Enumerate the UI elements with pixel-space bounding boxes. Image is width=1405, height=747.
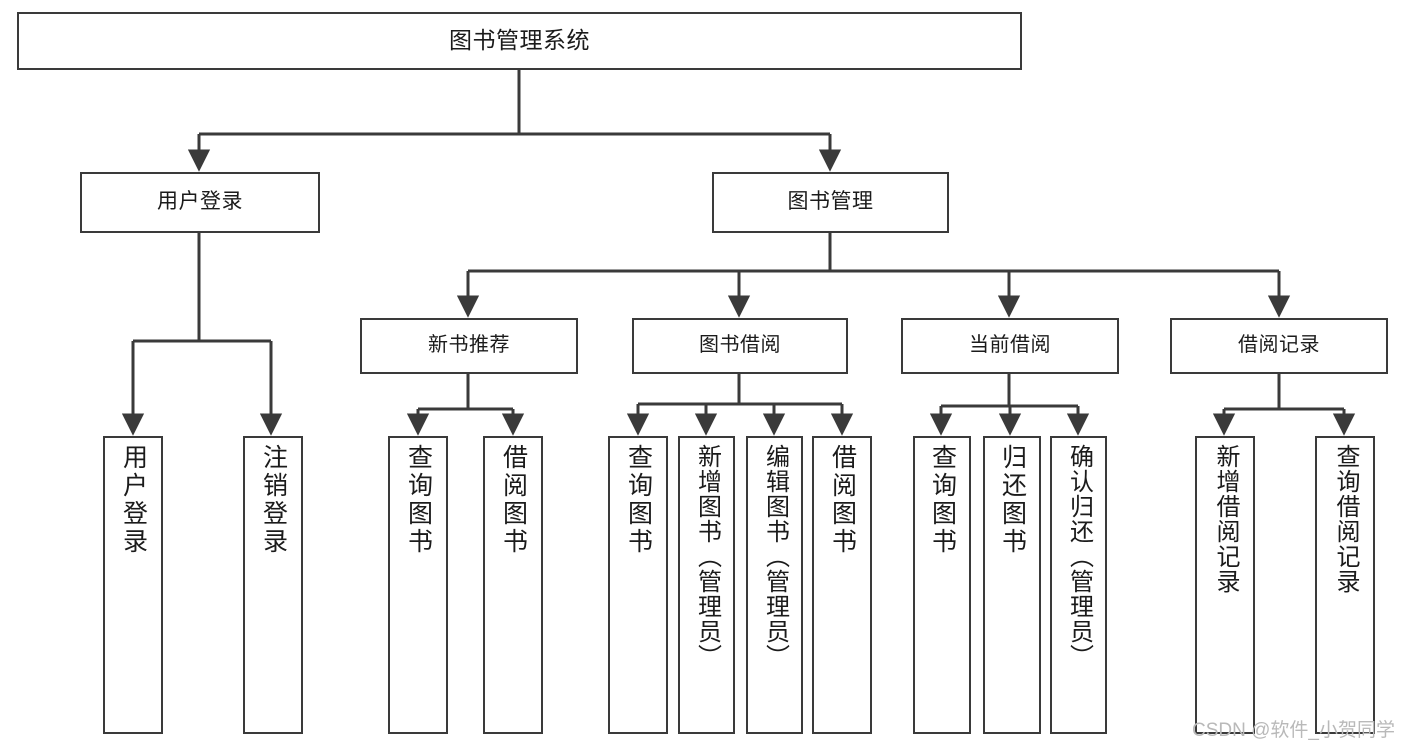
- node-leaf-query-book-2[interactable]: 查询图书: [608, 436, 668, 734]
- node-leaf-return-book[interactable]: 归还图书: [983, 436, 1041, 734]
- node-leaf-query-book-1[interactable]: 查询图书: [388, 436, 448, 734]
- csdn-watermark: CSDN @软件_小贺同学: [1192, 720, 1395, 741]
- node-leaf-return-book-label: 归还图书: [998, 444, 1027, 556]
- node-new-book-recommend[interactable]: 新书推荐: [360, 318, 578, 374]
- node-leaf-borrow-book-1[interactable]: 借阅图书: [483, 436, 543, 734]
- node-borrow-record[interactable]: 借阅记录: [1170, 318, 1388, 374]
- node-leaf-query-record-label: 查询借阅记录: [1332, 444, 1359, 594]
- node-user-login[interactable]: 用户登录: [80, 172, 320, 233]
- node-leaf-add-record[interactable]: 新增借阅记录: [1195, 436, 1255, 734]
- node-new-book-recommend-label: 新书推荐: [428, 334, 510, 357]
- node-leaf-borrow-book-2-label: 借阅图书: [828, 444, 857, 556]
- node-book-borrow-label: 图书借阅: [699, 334, 781, 357]
- node-root-label: 图书管理系统: [449, 27, 590, 54]
- node-book-borrow[interactable]: 图书借阅: [632, 318, 848, 374]
- node-current-borrow-label: 当前借阅: [969, 334, 1051, 357]
- node-leaf-user-login-label: 用户登录: [119, 444, 148, 556]
- node-leaf-query-book-1-label: 查询图书: [404, 444, 433, 556]
- node-leaf-query-book-3-label: 查询图书: [928, 444, 957, 556]
- node-leaf-query-book-2-label: 查询图书: [624, 444, 653, 556]
- node-leaf-query-book-3[interactable]: 查询图书: [913, 436, 971, 734]
- node-leaf-edit-book-label: 编辑图书（管理员）: [761, 444, 789, 669]
- node-book-management[interactable]: 图书管理: [712, 172, 949, 233]
- node-leaf-query-record[interactable]: 查询借阅记录: [1315, 436, 1375, 734]
- node-leaf-borrow-book-1-label: 借阅图书: [499, 444, 528, 556]
- node-leaf-logout[interactable]: 注销登录: [243, 436, 303, 734]
- node-leaf-confirm-return[interactable]: 确认归还（管理员）: [1050, 436, 1107, 734]
- node-leaf-borrow-book-2[interactable]: 借阅图书: [812, 436, 872, 734]
- node-book-management-label: 图书管理: [787, 190, 874, 214]
- node-leaf-add-record-label: 新增借阅记录: [1212, 444, 1239, 594]
- node-leaf-user-login[interactable]: 用户登录: [103, 436, 163, 734]
- node-leaf-logout-label: 注销登录: [259, 444, 288, 556]
- node-root[interactable]: 图书管理系统: [17, 12, 1022, 70]
- node-borrow-record-label: 借阅记录: [1238, 334, 1320, 357]
- node-user-login-label: 用户登录: [157, 190, 243, 214]
- node-leaf-confirm-return-label: 确认归还（管理员）: [1065, 444, 1093, 669]
- node-leaf-add-book[interactable]: 新增图书（管理员）: [678, 436, 735, 734]
- node-current-borrow[interactable]: 当前借阅: [901, 318, 1119, 374]
- node-leaf-edit-book[interactable]: 编辑图书（管理员）: [746, 436, 803, 734]
- node-leaf-add-book-label: 新增图书（管理员）: [693, 444, 721, 669]
